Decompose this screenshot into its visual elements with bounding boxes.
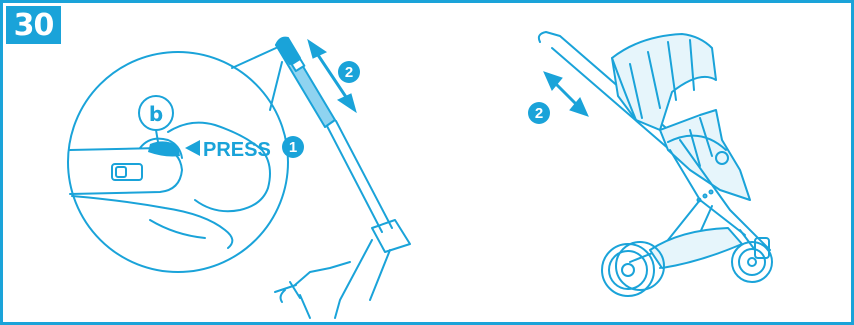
button-highlight [148, 141, 180, 157]
stroller-handle [537, 31, 681, 141]
press-button-shape [139, 137, 183, 159]
stroller-canopy [611, 33, 717, 131]
rear-wheel-outer [601, 243, 655, 297]
hand-outline [71, 195, 234, 249]
step-2-number-handle: 2 [345, 64, 353, 81]
handle-grip [275, 36, 301, 65]
frame-rail [294, 261, 351, 286]
canopy-ribs [629, 39, 695, 119]
stroller-seat [659, 109, 751, 201]
canopy-edge [611, 57, 637, 121]
stroller-handle-inner [551, 47, 671, 151]
bumper-hub [715, 151, 729, 165]
thumb-outline [167, 121, 271, 213]
slider-switch [111, 163, 143, 181]
press-arrow [185, 140, 200, 156]
frame-dot-1 [696, 197, 702, 203]
front-wheel-fork [754, 237, 770, 259]
frame-front-leg [739, 229, 756, 251]
step-2-marker-handle [338, 61, 360, 83]
frame-main [679, 139, 771, 251]
button-label-pointer [155, 129, 159, 143]
frame-leg-1 [334, 239, 373, 319]
frame-leg-2 [369, 249, 391, 301]
adjust-arrow-handle [307, 38, 357, 114]
rear-wheel-2 [615, 241, 665, 291]
step-2-number-stroller: 2 [535, 105, 543, 122]
step-number-badge: 30 [6, 6, 61, 44]
step-1-marker [282, 136, 304, 158]
frame-fitting [274, 281, 301, 303]
adjust-arrow-stroller [543, 71, 589, 117]
magnifier-callout [67, 47, 289, 273]
stroller-drawing [537, 31, 773, 297]
leader-line-bottom [269, 61, 283, 111]
step-2-marker-stroller [528, 102, 550, 124]
frame-dot-2 [702, 193, 708, 199]
slider-knob [115, 166, 127, 178]
handle-joint [371, 219, 411, 253]
press-label: PRESS [203, 139, 271, 161]
front-wheel-inner [738, 248, 766, 276]
handle-button [290, 57, 306, 73]
leader-line-top [231, 47, 277, 69]
magnifier-circle [67, 51, 289, 273]
frame-leg-3 [299, 294, 311, 319]
bumper-bar [667, 134, 727, 151]
button-letter-label: b [149, 102, 163, 126]
lower-tube-right [335, 120, 393, 229]
rear-wheel-hub [621, 263, 635, 277]
front-wheel-outer [731, 241, 773, 283]
step-1-number: 1 [289, 139, 297, 156]
front-wheel-hub [747, 257, 757, 267]
handle-bar [274, 36, 411, 319]
lower-tube-left [326, 125, 383, 233]
finger-outline [149, 219, 206, 239]
frame-dot-3 [708, 189, 714, 195]
rear-wheel-inner [608, 250, 648, 290]
